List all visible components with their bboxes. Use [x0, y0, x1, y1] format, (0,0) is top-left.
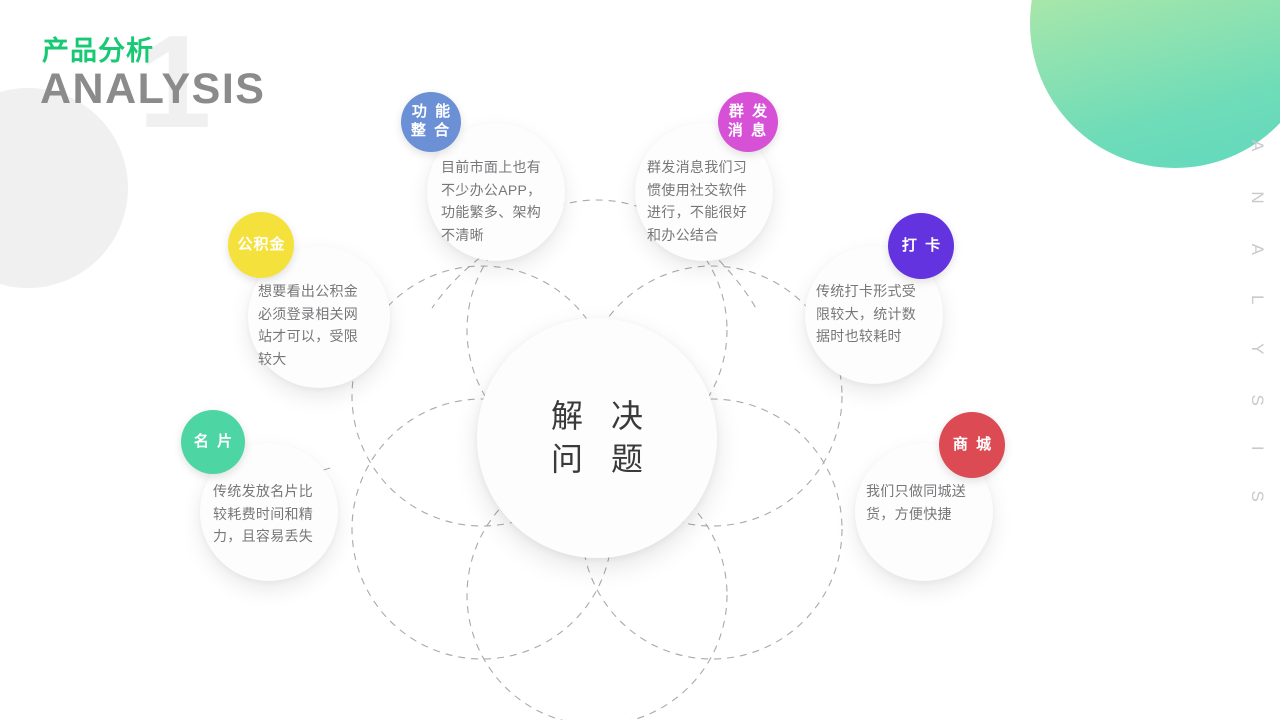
bubble-text-mingpian: 传统发放名片比 较耗费时间和精 力，且容易丢失: [213, 483, 314, 545]
header-watermark-number: 1: [138, 8, 211, 155]
badge-label-gongnengzhenghe: 功 能 整 合: [410, 103, 453, 139]
center-title-line2: 问 题: [550, 441, 653, 477]
bubble-text-gongjijin: 想要看出公积金 必须登录相关网 站才可以，受限 较大: [258, 283, 359, 368]
badge-qunfaxiaoxi[interactable]: 群 发 消 息: [718, 92, 778, 152]
badge-label-mingpian: 名 片: [193, 432, 235, 450]
bubble-text-qunfaxiaoxi: 群发消息我们习 惯使用社交软件 进行，不能很好 和办公结合: [647, 159, 748, 244]
badge-mingpian[interactable]: 名 片: [181, 410, 245, 474]
badge-label-qunfaxiaoxi: 群 发 消 息: [727, 103, 770, 139]
badge-label-gongjijin: 公积金: [237, 235, 286, 253]
badge-label-daka: 打 卡: [901, 236, 943, 254]
badge-label-shangcheng: 商 城: [952, 435, 994, 453]
center-circle: 解 决 问 题: [477, 318, 717, 558]
center-title-line1: 解 决: [550, 397, 653, 434]
bubble-gongnengzhenghe[interactable]: [427, 123, 565, 261]
badge-daka[interactable]: 打 卡: [888, 213, 954, 279]
bubble-text-shangcheng: 我们只做同城送 货，方便快捷: [866, 483, 967, 522]
bubble-text-gongnengzhenghe: 目前市面上也有 不少办公APP， 功能繁多、架构 不清晰: [441, 159, 542, 244]
page-title-cn: 产品分析: [42, 36, 154, 66]
decorative-green-gradient-circle: [1030, 0, 1280, 168]
badge-shangcheng[interactable]: 商 城: [939, 412, 1005, 478]
badge-gongjijin[interactable]: 公积金: [228, 212, 294, 278]
bubble-text-daka: 传统打卡形式受 限较大，统计数 据时也较耗时: [816, 283, 917, 345]
slide-header: 1 产品分析 ANALYSIS: [40, 16, 370, 148]
side-vertical-label: ANALYSIS: [1248, 140, 1267, 542]
page-title-en: ANALYSIS: [40, 65, 266, 113]
badge-gongnengzhenghe[interactable]: 功 能 整 合: [401, 92, 461, 152]
